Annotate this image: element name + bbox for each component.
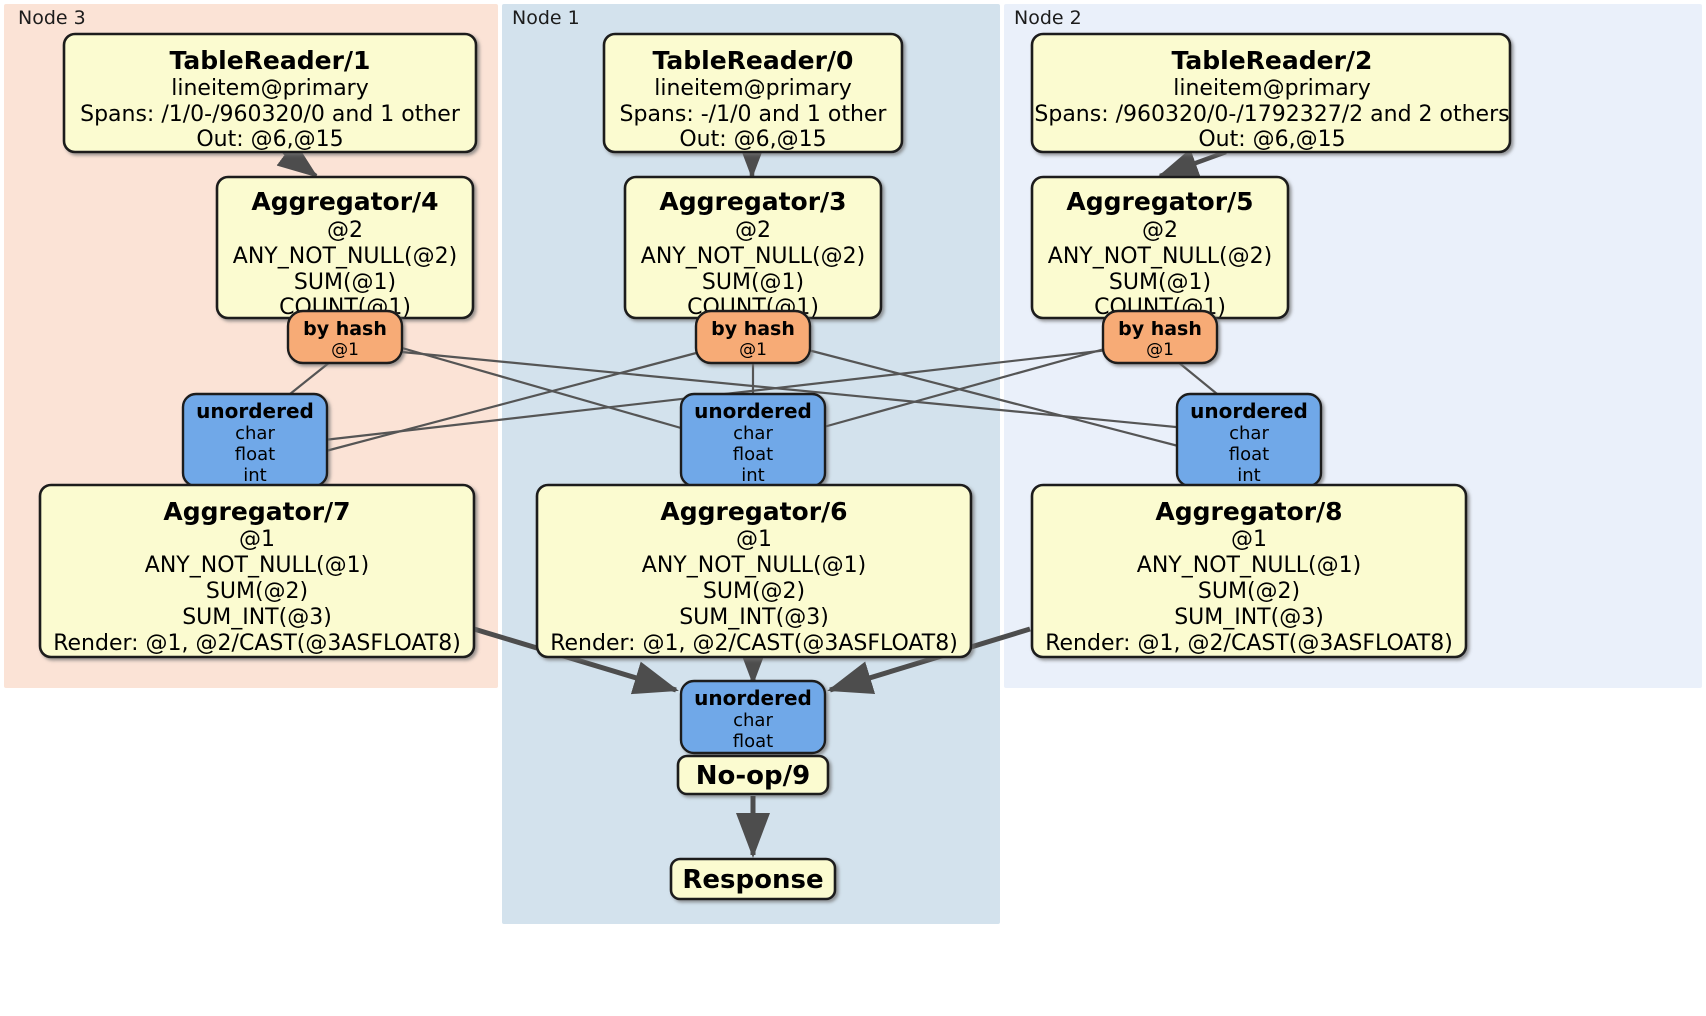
response-box[interactable]: Response [669,857,837,901]
router-node1-title: by hash [711,318,795,340]
agg7-line-3: SUM_INT(@3) [182,605,332,630]
router-node2[interactable]: by hash @1 [1101,309,1219,365]
agg4-line-0: @2 [327,218,363,243]
edge-tr1-to-agg4 [276,141,319,178]
recv-node2-line-2: int [1237,465,1260,486]
agg6-line-4: Render: @1, @2/CAST(@3ASFLOAT8) [550,631,958,656]
tr0-line-2: Out: @6,@15 [679,127,826,152]
processor-tablereader-1[interactable]: TableReader/1 lineitem@primary Spans: /1… [62,32,478,154]
processor-agg4[interactable]: Aggregator/4 @2 ANY_NOT_NULL(@2) SUM(@1)… [215,175,475,320]
processor-agg3[interactable]: Aggregator/3 @2 ANY_NOT_NULL(@2) SUM(@1)… [623,175,883,320]
edge-router1-to-recv2 [807,348,1187,450]
agg5-line-0: @2 [1142,218,1178,243]
agg5-title: Aggregator/5 [1066,187,1253,216]
recv-node2-line-0: char [1229,423,1269,444]
processor-tablereader-0[interactable]: TableReader/0 lineitem@primary Spans: -/… [602,32,904,154]
agg8-line-4: Render: @1, @2/CAST(@3ASFLOAT8) [1045,631,1453,656]
processor-agg5[interactable]: Aggregator/5 @2 ANY_NOT_NULL(@2) SUM(@1)… [1030,175,1290,320]
tr2-line-1: Spans: /960320/0-/1792327/2 and 2 others [1034,102,1509,127]
agg4-line-2: SUM(@1) [294,270,396,295]
edge-tr2-to-agg5 [1157,148,1227,179]
agg6-line-0: @1 [736,527,772,552]
recv-final-line-0: char [733,710,773,731]
recv-node3-line-1: float [235,444,275,465]
tr0-line-0: lineitem@primary [654,76,852,101]
recv-node1-title: unordered [694,399,812,423]
recv-final-line-1: float [733,731,773,752]
noop-title: No-op/9 [696,761,810,791]
receiver-node2[interactable]: unordered char float int [1175,392,1323,488]
edge-router3-to-recv2 [401,350,1187,430]
edge-router2-to-recv1 [819,346,1109,430]
router-node1[interactable]: by hash @1 [694,309,812,365]
tr2-line-0: lineitem@primary [1173,76,1371,101]
agg5-line-1: ANY_NOT_NULL(@2) [1048,244,1272,269]
recv-node1-line-0: char [733,423,773,444]
router-node1-line-0: @1 [739,340,767,360]
processor-tablereader-2[interactable]: TableReader/2 lineitem@primary Spans: /9… [1030,32,1512,154]
tr0-line-1: Spans: -/1/0 and 1 other [620,102,888,127]
agg8-line-2: SUM(@2) [1198,579,1300,604]
edge-router3-to-recv1 [401,346,689,432]
recv-final-title: unordered [694,686,812,710]
edge-router1-to-recv3 [321,350,701,454]
router-node3-title: by hash [303,318,387,340]
receiver-node3[interactable]: unordered char float int [181,392,329,488]
agg3-line-2: SUM(@1) [702,270,804,295]
agg5-line-2: SUM(@1) [1109,270,1211,295]
recv-node2-line-1: float [1229,444,1269,465]
agg6-line-1: ANY_NOT_NULL(@1) [642,553,866,578]
agg6-line-2: SUM(@2) [703,579,805,604]
edge-agg8-to-final [827,626,1031,695]
panel-label-node1: Node 1 [512,7,580,29]
router-node2-title: by hash [1118,318,1202,340]
agg8-title: Aggregator/8 [1155,497,1342,526]
response-title: Response [682,865,823,895]
router-node3-line-0: @1 [331,340,359,360]
tr2-line-2: Out: @6,@15 [1198,127,1345,152]
edge-router3-to-recv3 [284,361,331,399]
recv-node3-line-0: char [235,423,275,444]
panel-label-node2: Node 2 [1014,7,1082,29]
agg3-title: Aggregator/3 [659,187,846,216]
receiver-node1[interactable]: unordered char float int [679,392,827,488]
agg8-line-1: ANY_NOT_NULL(@1) [1137,553,1361,578]
processor-agg6[interactable]: Aggregator/6 @1 ANY_NOT_NULL(@1) SUM(@2)… [535,483,973,659]
processor-agg8[interactable]: Aggregator/8 @1 ANY_NOT_NULL(@1) SUM(@2)… [1030,483,1468,659]
tr1-title: TableReader/1 [170,46,371,75]
panel-label-node3: Node 3 [18,7,86,29]
processor-agg7[interactable]: Aggregator/7 @1 ANY_NOT_NULL(@1) SUM(@2)… [38,483,476,659]
recv-node2-title: unordered [1190,399,1308,423]
agg7-line-1: ANY_NOT_NULL(@1) [145,553,369,578]
receiver-final[interactable]: unordered char float [679,679,827,755]
tr1-line-2: Out: @6,@15 [196,127,343,152]
tr2-title: TableReader/2 [1172,46,1373,75]
recv-node3-line-2: int [243,465,266,486]
router-node3[interactable]: by hash @1 [286,309,404,365]
agg8-line-0: @1 [1231,527,1267,552]
recv-node1-line-2: int [741,465,764,486]
agg7-line-0: @1 [239,527,275,552]
recv-node3-title: unordered [196,399,314,423]
agg6-line-3: SUM_INT(@3) [679,605,829,630]
tr1-line-0: lineitem@primary [171,76,369,101]
processor-noop-9[interactable]: No-op/9 [676,754,830,796]
recv-node1-line-1: float [733,444,773,465]
agg8-line-3: SUM_INT(@3) [1174,605,1324,630]
edge-agg7-to-final [473,626,679,695]
agg6-title: Aggregator/6 [660,497,847,526]
agg4-line-1: ANY_NOT_NULL(@2) [233,244,457,269]
agg7-title: Aggregator/7 [163,497,350,526]
agg3-line-1: ANY_NOT_NULL(@2) [641,244,865,269]
edge-router2-to-recv2 [1177,361,1223,399]
tr1-line-1: Spans: /1/0-/960320/0 and 1 other [80,102,461,127]
agg3-line-0: @2 [735,218,771,243]
tr0-title: TableReader/0 [653,46,854,75]
agg4-title: Aggregator/4 [251,187,438,216]
router-node2-line-0: @1 [1146,340,1174,360]
agg7-line-2: SUM(@2) [206,579,308,604]
agg7-line-4: Render: @1, @2/CAST(@3ASFLOAT8) [53,631,461,656]
